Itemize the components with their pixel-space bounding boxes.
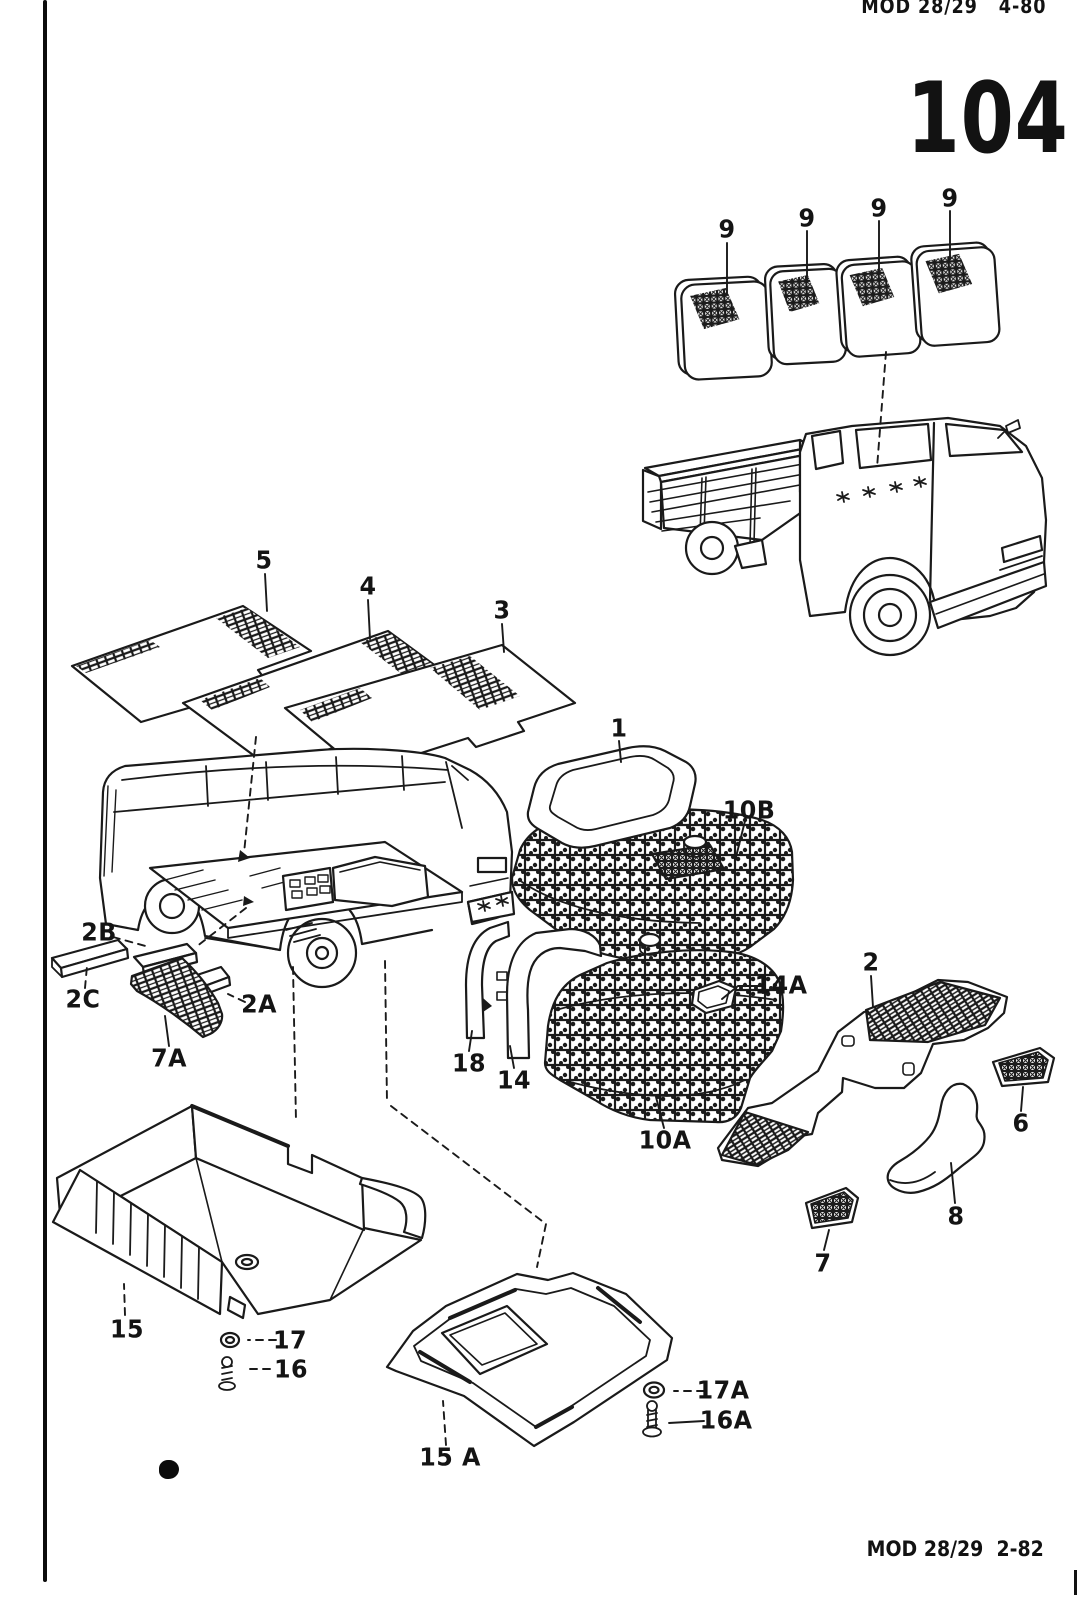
ink-spot (159, 1460, 179, 1479)
header-model-code: MOD 28/29 4-80 (860, 0, 1046, 18)
van-figure (98, 747, 516, 989)
part-label-tray15A: 15 A (419, 1442, 481, 1472)
part-label-mat4: 4 (359, 571, 377, 601)
part-label-arch14: 14 (496, 1065, 532, 1095)
part-label-pad9-4: 9 (941, 183, 959, 213)
engine-tray-15 (51, 1104, 427, 1320)
part-label-wedge7A: 7A (151, 1043, 187, 1073)
part-label-patch14A: 14A (754, 970, 808, 1000)
part-label-pad9-1: 9 (718, 214, 736, 244)
washer-17 (219, 1331, 241, 1349)
part-label-mat5: 5 (255, 545, 273, 575)
curved-panel-8 (886, 1082, 986, 1194)
engine-cover-lower-10A (543, 932, 785, 1124)
leader-lines (84, 210, 1024, 1446)
part-label-pad7: 7 (814, 1248, 832, 1278)
floor-tray-15A (385, 1271, 674, 1448)
part-label-screw16: 16 (273, 1354, 309, 1384)
part-label-cover10B: 10B (722, 795, 776, 825)
part-label-screw16A: 16A (699, 1405, 753, 1435)
window-pads-group (673, 241, 1001, 381)
part-label-tray15: 15 (109, 1314, 145, 1344)
part-label-lid1: 1 (610, 713, 628, 743)
insulation-pad-7 (804, 1186, 860, 1230)
part-label-mat2: 2 (862, 947, 880, 977)
arch-panels-group (464, 920, 603, 1060)
part-label-panel8: 8 (947, 1201, 965, 1231)
page-edge-tick (1074, 1570, 1077, 1595)
part-label-washer17: 17 (272, 1325, 308, 1355)
screw-16A (642, 1400, 662, 1438)
washer-17A (642, 1381, 666, 1399)
cab-floor-mat-2 (716, 978, 1009, 1168)
part-label-strip2A: 2A (241, 989, 277, 1019)
part-label-strip2C: 2C (65, 984, 101, 1014)
pickup-truck-figure (641, 416, 1048, 657)
cargo-floor-mats-group (70, 604, 577, 774)
part-label-pad9-3: 9 (870, 193, 888, 223)
part-label-strip2B: 2B (81, 917, 117, 947)
binding-edge-line (43, 0, 47, 1582)
page-number: 104 (907, 62, 1069, 176)
insulation-pad-6 (991, 1046, 1056, 1088)
screw-16 (218, 1356, 236, 1391)
part-label-arch18: 18 (451, 1048, 487, 1078)
footer-model-code: MOD 28/29 2-82 (866, 1537, 1044, 1561)
part-label-pad9-2: 9 (798, 203, 816, 233)
part-label-cover10A: 10A (638, 1125, 692, 1155)
part-label-washer17A: 17A (696, 1375, 750, 1405)
wedge-panel-7A (129, 956, 224, 1039)
engine-lid-mat-1 (526, 745, 697, 849)
part-label-mat3: 3 (493, 595, 511, 625)
part-label-pad6: 6 (1012, 1108, 1030, 1138)
